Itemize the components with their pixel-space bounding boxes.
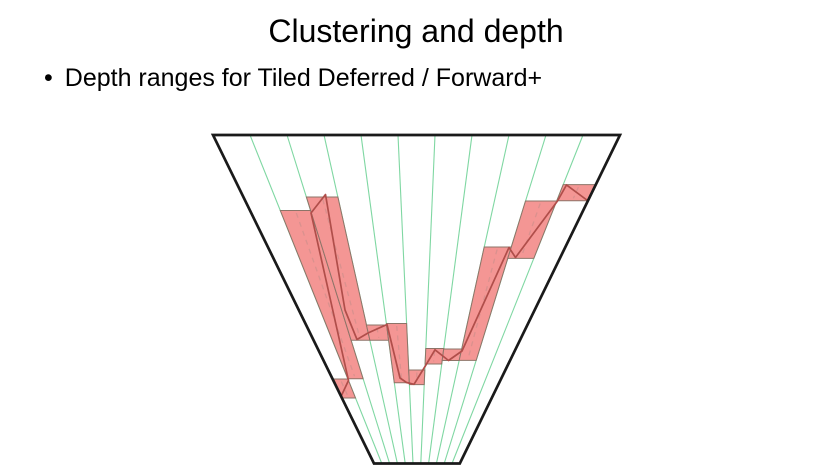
tile-center-dashes [295, 186, 579, 396]
tile-ray [428, 134, 473, 464]
tile-center-dash [340, 381, 349, 396]
tile-center-dash [432, 350, 436, 362]
tile-center-dash [572, 186, 579, 199]
bullet-dot: • [44, 64, 53, 92]
slide-title: Clustering and depth [268, 13, 564, 49]
tile-depth-range [507, 200, 558, 259]
scene-depth-curve [310, 184, 589, 398]
bullet-text: Depth ranges for Tiled Deferred / Forwar… [64, 64, 543, 92]
tile-ray [397, 134, 414, 464]
tile-center-dash [322, 199, 361, 338]
tile-ray [420, 134, 436, 464]
tile-center-dash [295, 212, 356, 377]
tile-ray [360, 134, 406, 464]
tile-depth-range [279, 210, 364, 380]
tile-rays [249, 134, 584, 464]
frustum-outline [210, 133, 623, 465]
tile-depth-range [458, 246, 512, 361]
bullet-line: • Depth ranges for Tiled Deferred / Forw… [44, 64, 542, 93]
